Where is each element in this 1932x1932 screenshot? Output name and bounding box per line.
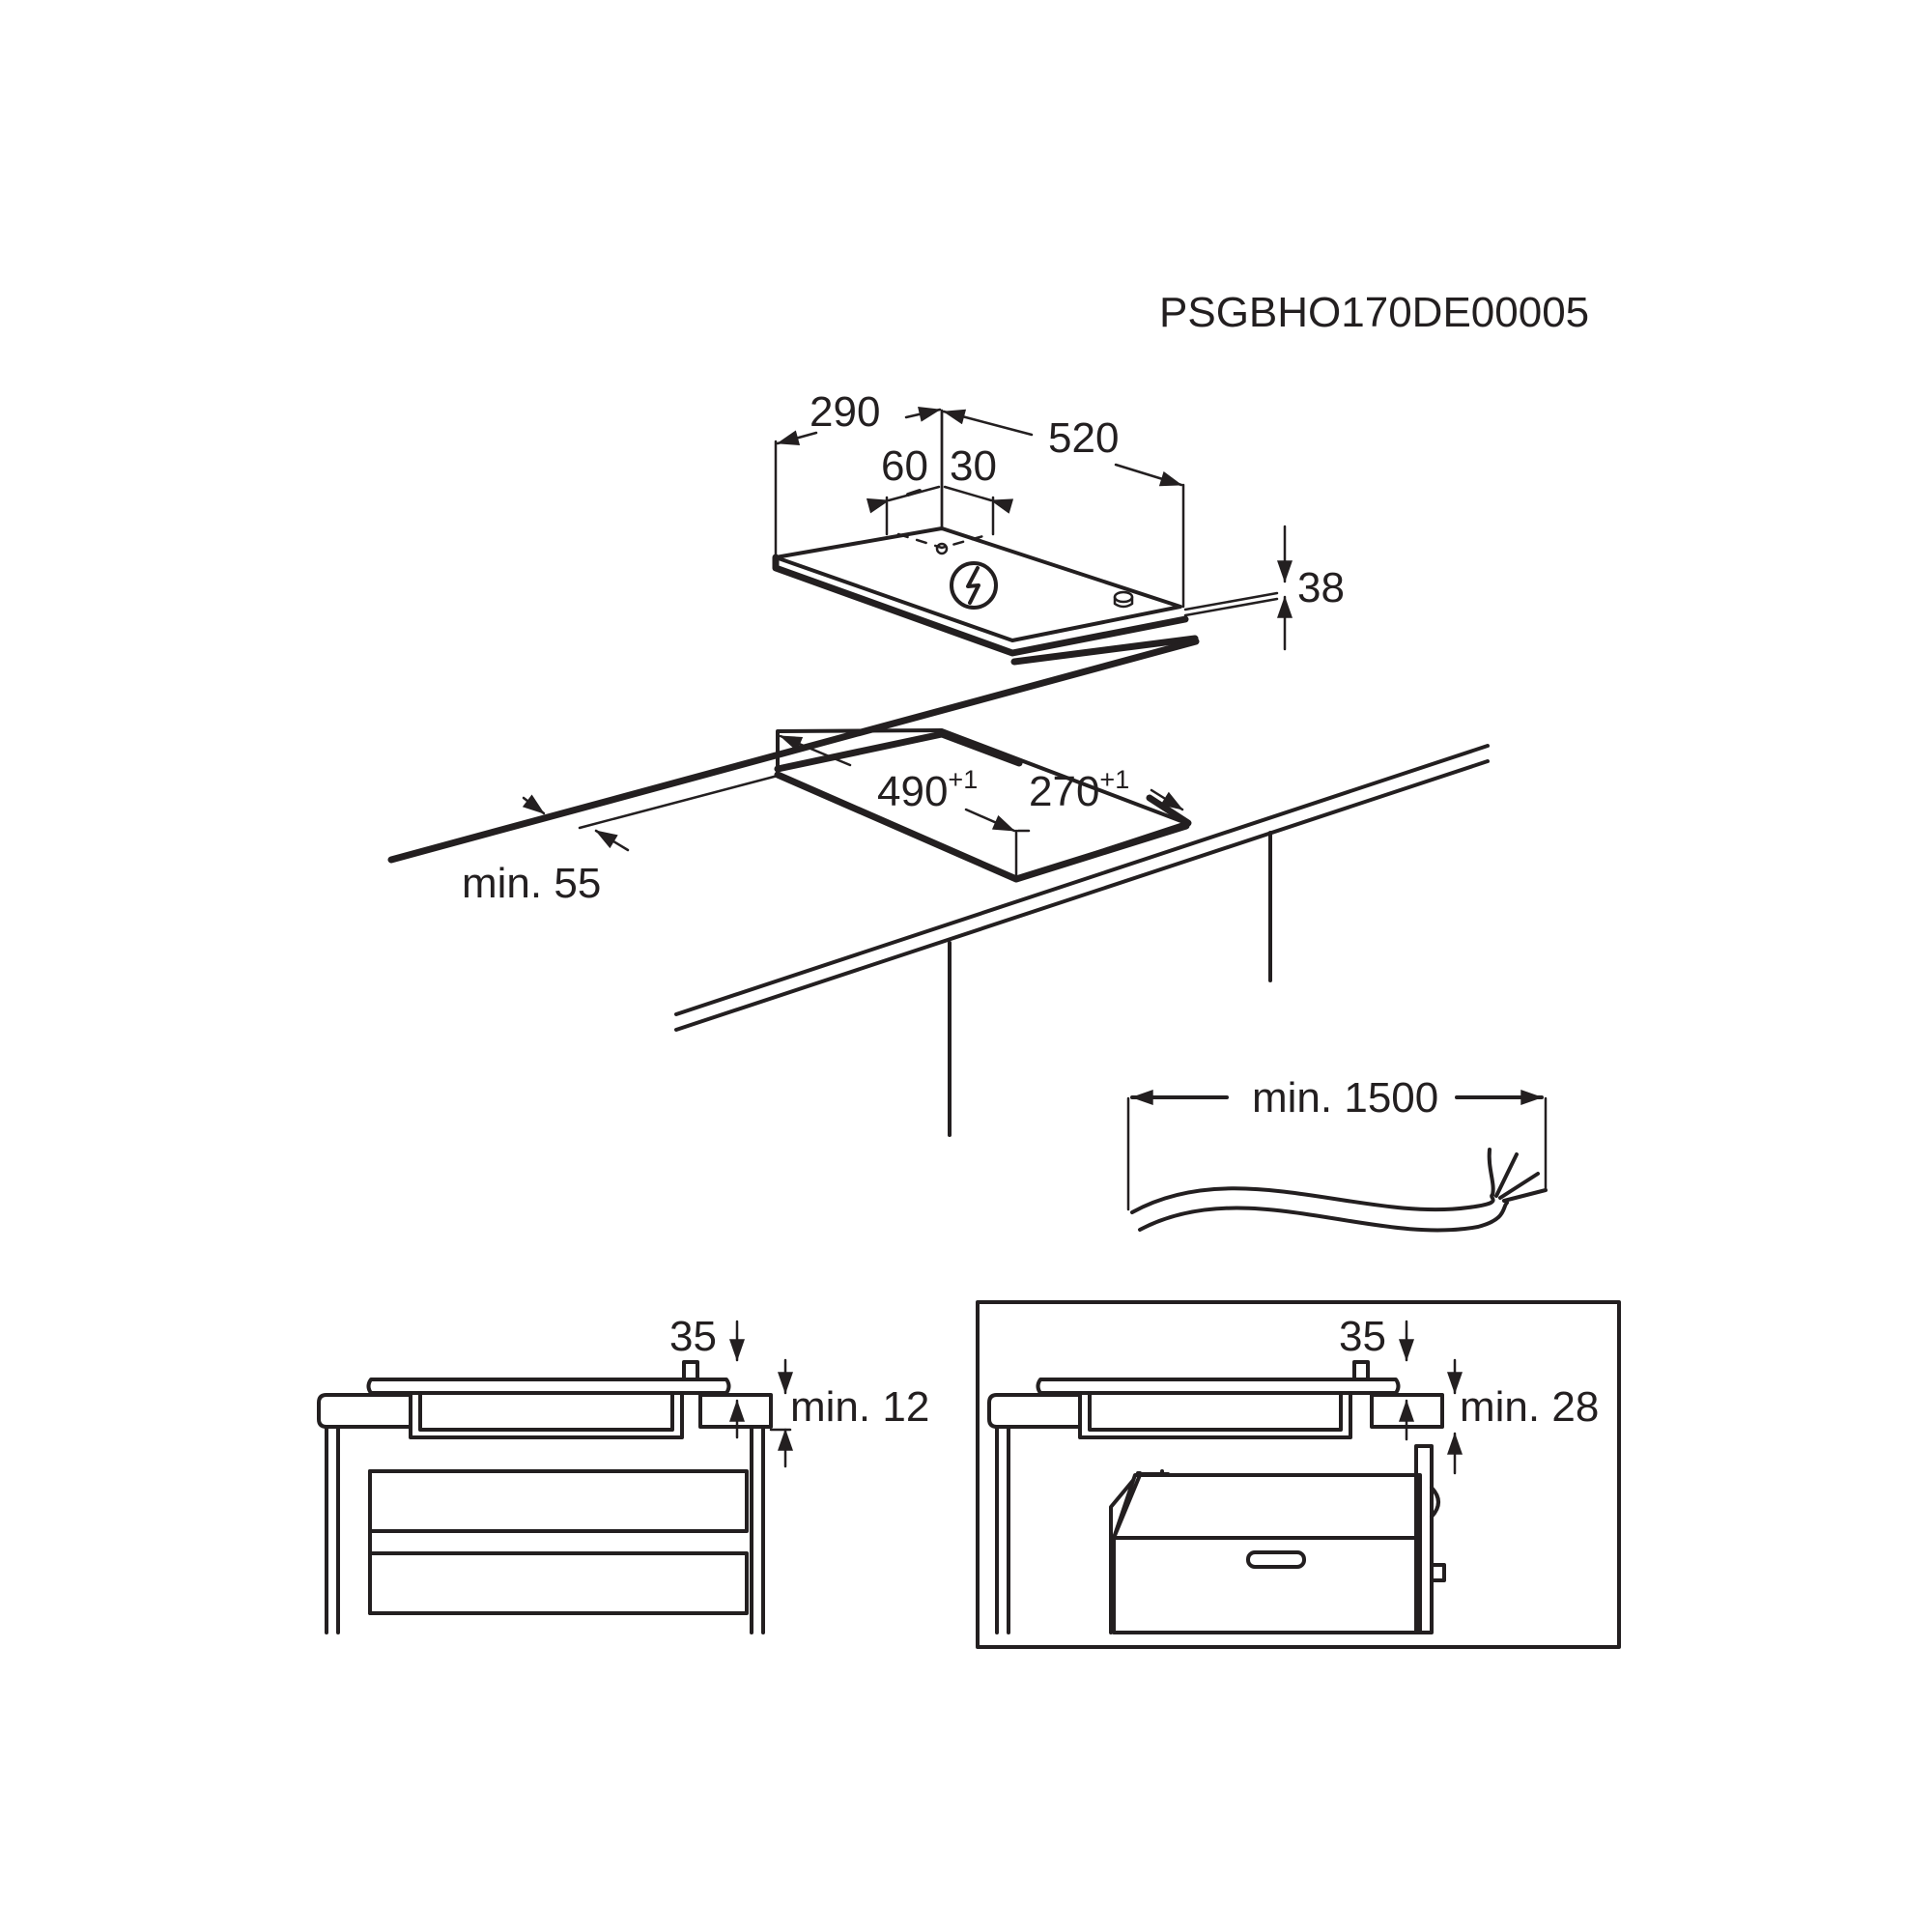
dim-520-arrow-right xyxy=(1114,463,1183,487)
power-cable: min. 1500 xyxy=(1126,1074,1548,1233)
hob-glass-section xyxy=(366,1378,731,1395)
power-cable-stub-2 xyxy=(1183,597,1279,617)
cable-wire-3 xyxy=(1498,1172,1540,1200)
cable-wire-4 xyxy=(1502,1188,1548,1203)
oven-hinge-upper xyxy=(1430,1486,1440,1519)
dim-290-label: 290 xyxy=(810,388,880,436)
oven-hinge-lower xyxy=(1430,1563,1446,1582)
dim-490-tolerance: +1 xyxy=(948,765,978,794)
oven-top-panel xyxy=(1112,1473,1422,1540)
hob-connection-marking xyxy=(896,532,992,550)
cable-wire-2 xyxy=(1494,1152,1519,1198)
worktop-section-left xyxy=(317,1393,412,1429)
drawing-code: PSGBHO170DE00005 xyxy=(1159,289,1589,336)
section-left: 35 min. 12 xyxy=(317,1313,929,1634)
cable-outline-top xyxy=(1130,1186,1495,1214)
fixing-clip-r xyxy=(1352,1360,1370,1381)
dim-490-arrow-left xyxy=(779,734,852,767)
drawer-upper xyxy=(368,1469,749,1533)
dim-55-arrow-top xyxy=(522,794,546,815)
power-cable-stub xyxy=(1183,591,1279,611)
dim-38-label: 38 xyxy=(1297,564,1345,611)
dim-290-arrow-right xyxy=(904,407,942,422)
oven-handle xyxy=(1246,1550,1306,1569)
hob-dimensions: 290 520 60 30 38 xyxy=(774,388,1345,651)
dim-490-label: 490+1 xyxy=(877,765,978,815)
fixing-clip xyxy=(682,1360,699,1381)
worktop-back-edge xyxy=(387,638,1200,864)
oven-slope-line xyxy=(1112,1473,1142,1540)
dim-60-label: 60 xyxy=(881,442,928,490)
hob-body-inner xyxy=(418,1391,674,1432)
section-right-frame xyxy=(976,1300,1621,1649)
cable-outline-bottom xyxy=(1138,1201,1509,1233)
hob-body-inner-r xyxy=(1088,1391,1343,1432)
hob-body-section-r xyxy=(1078,1391,1352,1439)
dim-270-value: 270 xyxy=(1029,768,1099,815)
dim-30-label: 30 xyxy=(950,442,997,490)
worktop-front-edge-top xyxy=(674,744,1490,1016)
dim-35-label-right: 35 xyxy=(1339,1313,1386,1360)
dim-55-label: min. 55 xyxy=(462,860,601,907)
dim-270-label: 270+1 xyxy=(1029,765,1129,815)
dim-270-tolerance: +1 xyxy=(1099,765,1129,794)
hob-glass-section-r xyxy=(1036,1378,1401,1395)
dim-12-label: min. 12 xyxy=(790,1383,929,1431)
hob-body-section xyxy=(409,1391,684,1439)
dim-290-arrow-left xyxy=(776,430,818,445)
dim-35-label-left: 35 xyxy=(669,1313,717,1360)
dim-490-value: 490 xyxy=(877,768,948,815)
worktop-section-left-r xyxy=(987,1393,1082,1429)
connection-point xyxy=(935,542,949,555)
cabinet-side-right-r xyxy=(1414,1444,1434,1634)
dim-490-arrow-right xyxy=(964,808,1016,833)
dim-60-tick xyxy=(906,489,922,497)
dim-55-ext-line xyxy=(578,774,780,830)
cutout-top-inner xyxy=(938,730,1023,767)
dim-270-arrow-right xyxy=(1150,788,1184,811)
cutout-right-inner xyxy=(1146,794,1192,827)
worktop-cutout: 490+1 270+1 min. 55 xyxy=(462,728,1192,907)
electric-hazard-icon xyxy=(950,561,998,610)
hob-bottom-edge xyxy=(1010,635,1199,666)
control-knob-icon xyxy=(1113,590,1134,609)
dim-55-arrow-bottom xyxy=(594,829,630,852)
hob-front-edge xyxy=(772,554,1189,657)
worktop-front-edge-bottom xyxy=(674,759,1490,1032)
dim-28-label: min. 28 xyxy=(1460,1383,1599,1431)
cutout-back-inner xyxy=(774,730,946,773)
cable-wire-1 xyxy=(1487,1148,1495,1197)
worktop-section-right xyxy=(698,1393,773,1429)
drawer-lower xyxy=(368,1551,749,1615)
dim-520-label: 520 xyxy=(1048,414,1119,462)
hob xyxy=(772,526,1279,666)
cable-length-label: min. 1500 xyxy=(1252,1074,1438,1122)
dim-520-arrow-left xyxy=(942,409,1034,437)
section-right: 35 min. 28 xyxy=(976,1300,1621,1649)
dim-30-arrow xyxy=(943,485,1014,514)
